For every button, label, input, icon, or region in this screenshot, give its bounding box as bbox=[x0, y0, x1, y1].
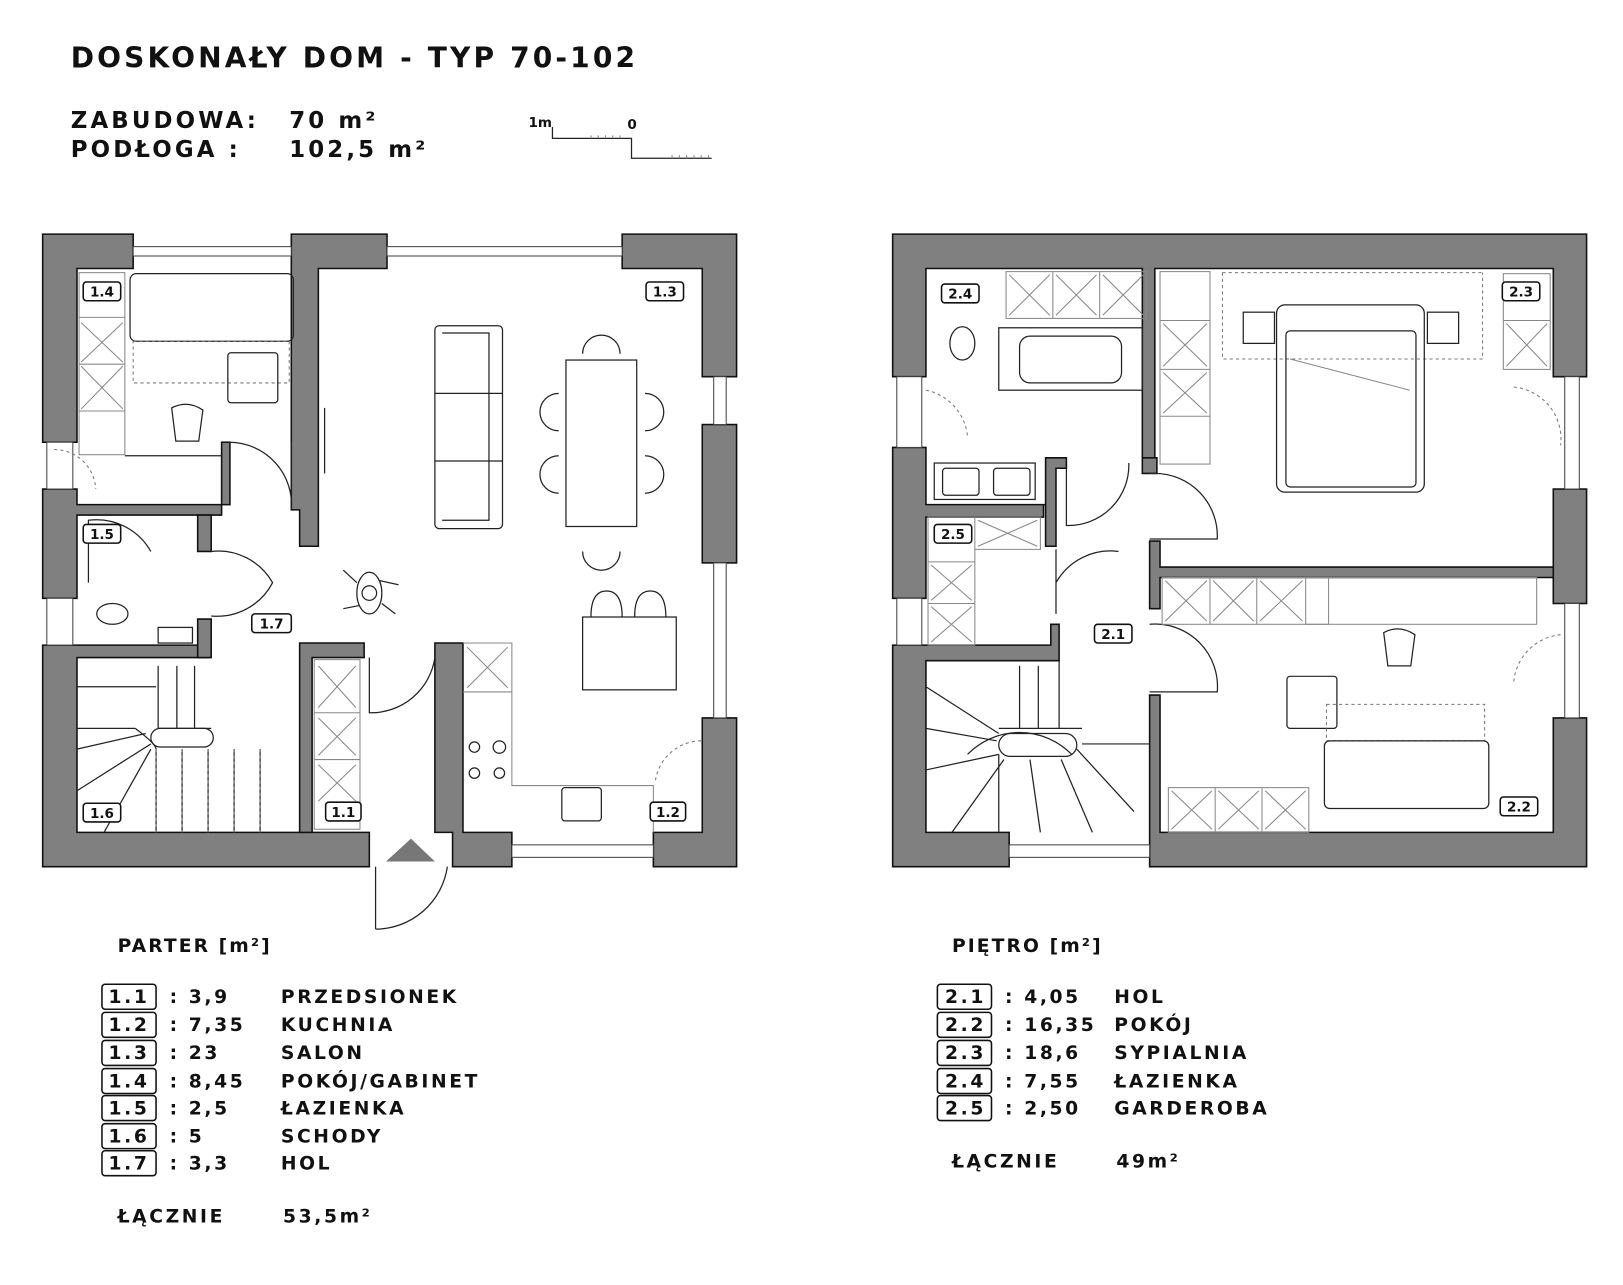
legend-room-name: ŁAZIENKA bbox=[1113, 1071, 1239, 1092]
legend-id: 2.2 bbox=[945, 1015, 986, 1036]
legend-room-name: GARDEROBA bbox=[1114, 1098, 1269, 1119]
room-tag-1.7: 1.7 bbox=[260, 616, 284, 632]
legend-room-name: POKÓJ/GABINET bbox=[281, 1068, 480, 1092]
upper-floor-room-tags: 2.1 2.2 2.3 2.4 2.5 bbox=[933, 281, 1541, 817]
room-tag-1.1: 1.1 bbox=[331, 805, 355, 821]
legend-room-name: SALON bbox=[281, 1043, 365, 1064]
legend-row: 1.2 : 7,35 KUCHNIA bbox=[101, 1011, 395, 1039]
room-tag-2.3: 2.3 bbox=[1509, 285, 1533, 301]
legend-area: : 7,35 bbox=[170, 1015, 246, 1036]
legend-row: 2.3 : 18,6 SYPIALNIA bbox=[936, 1039, 1249, 1067]
legend-area: : 16,35 bbox=[1005, 1015, 1096, 1036]
legend-area: : 7,55 bbox=[1005, 1071, 1081, 1092]
parter-total-label: ŁĄCZNIE bbox=[117, 1207, 225, 1228]
legend-area: : 2,50 bbox=[1005, 1098, 1081, 1119]
legend-area: : 2,5 bbox=[170, 1098, 230, 1119]
parter-legend: PARTER [m²] 1.1 : 3,9 PRZEDSIONEK 1.2 : 7,3… bbox=[101, 936, 480, 1228]
room-tag-2.1: 2.1 bbox=[1101, 627, 1125, 643]
scale-bar: 1m 0 bbox=[529, 115, 712, 159]
legend-id: 2.1 bbox=[945, 987, 986, 1008]
room-tag-1.4: 1.4 bbox=[90, 285, 114, 301]
room-tag-1.3: 1.3 bbox=[653, 285, 677, 301]
pietro-legend: PIĘTRO [m²] 2.1 : 4,05 HOL 2.2 : 16,35 POKÓJ… bbox=[936, 936, 1269, 1172]
legend-id: 1.7 bbox=[109, 1153, 150, 1174]
legend-area: : 23 bbox=[170, 1043, 220, 1064]
room-tag-1.6: 1.6 bbox=[90, 806, 114, 822]
scale-1m-label: 1m bbox=[529, 115, 553, 131]
legend-row: 2.1 : 4,05 HOL bbox=[936, 983, 1165, 1011]
parter-total-value: 53,5m² bbox=[283, 1207, 373, 1228]
legend-row: 1.5 : 2,5 ŁAZIENKA bbox=[101, 1094, 406, 1122]
legend-room-name: SCHODY bbox=[281, 1126, 383, 1147]
legend-room-name: SYPIALNIA bbox=[1114, 1043, 1249, 1064]
legend-row: 2.2 : 16,35 POKÓJ bbox=[936, 1011, 1193, 1039]
legend-row: 1.1 : 3,9 PRZEDSIONEK bbox=[101, 983, 459, 1011]
room-tag-1.5: 1.5 bbox=[90, 527, 114, 543]
legend-row: 1.7 : 3,3 HOL bbox=[101, 1149, 332, 1177]
legend-id: 1.6 bbox=[109, 1126, 150, 1147]
plan-title: DOSKONAŁY DOM - TYP 70-102 bbox=[71, 42, 638, 75]
legend-area: : 3,9 bbox=[170, 987, 230, 1008]
legend-row: 1.3 : 23 SALON bbox=[101, 1039, 365, 1067]
legend-room-name: HOL bbox=[1114, 987, 1165, 1008]
scale-0-label: 0 bbox=[627, 117, 636, 133]
legend-area: : 8,45 bbox=[170, 1071, 246, 1092]
upper-floor-plan bbox=[891, 233, 1588, 868]
zabudowa-value: 70 m² bbox=[289, 108, 378, 134]
legend-room-name: PRZEDSIONEK bbox=[281, 987, 459, 1008]
room-tag-2.4: 2.4 bbox=[948, 287, 972, 303]
room-tag-2.2: 2.2 bbox=[1507, 800, 1531, 816]
zabudowa-label: ZABUDOWA: bbox=[71, 108, 259, 134]
legend-area: : 4,05 bbox=[1005, 987, 1081, 1008]
legend-id: 1.1 bbox=[109, 987, 150, 1008]
legend-id: 1.5 bbox=[109, 1098, 150, 1119]
legend-row: 1.6 : 5 SCHODY bbox=[101, 1122, 383, 1150]
legend-id: 2.5 bbox=[945, 1098, 986, 1119]
room-tag-2.5: 2.5 bbox=[941, 527, 965, 543]
legend-id: 1.3 bbox=[109, 1043, 150, 1064]
legend-area: : 18,6 bbox=[1005, 1043, 1081, 1064]
legend-id: 1.2 bbox=[109, 1015, 150, 1036]
pietro-total-value: 49m² bbox=[1116, 1151, 1180, 1172]
legend-id: 2.3 bbox=[945, 1043, 986, 1064]
legend-row: 2.5 : 2,50 GARDEROBA bbox=[936, 1094, 1269, 1122]
legend-id: 1.4 bbox=[109, 1071, 150, 1092]
room-tag-1.2: 1.2 bbox=[656, 805, 680, 821]
legend-row: 2.4 : 7,55 ŁAZIENKA bbox=[936, 1067, 1239, 1095]
ground-floor-plan bbox=[41, 233, 738, 930]
pietro-heading: PIĘTRO [m²] bbox=[952, 936, 1103, 957]
ground-floor-room-tags: 1.1 1.2 1.3 1.4 1.5 1.6 1.7 bbox=[82, 281, 687, 823]
parter-heading: PARTER [m²] bbox=[118, 936, 272, 957]
legend-room-name: POKÓJ bbox=[1114, 1012, 1193, 1036]
legend-area: : 3,3 bbox=[170, 1153, 230, 1174]
legend-area: : 5 bbox=[170, 1126, 205, 1147]
legend-room-name: ŁAZIENKA bbox=[280, 1098, 406, 1119]
podloga-label: PODŁOGA : bbox=[71, 137, 241, 163]
legend-room-name: KUCHNIA bbox=[281, 1015, 395, 1036]
legend-row: 1.4 : 8,45 POKÓJ/GABINET bbox=[101, 1067, 480, 1095]
pietro-total-label: ŁĄCZNIE bbox=[951, 1151, 1059, 1172]
legend-room-name: HOL bbox=[281, 1153, 332, 1174]
legend-id: 2.4 bbox=[945, 1071, 986, 1092]
podloga-value: 102,5 m² bbox=[289, 137, 428, 163]
